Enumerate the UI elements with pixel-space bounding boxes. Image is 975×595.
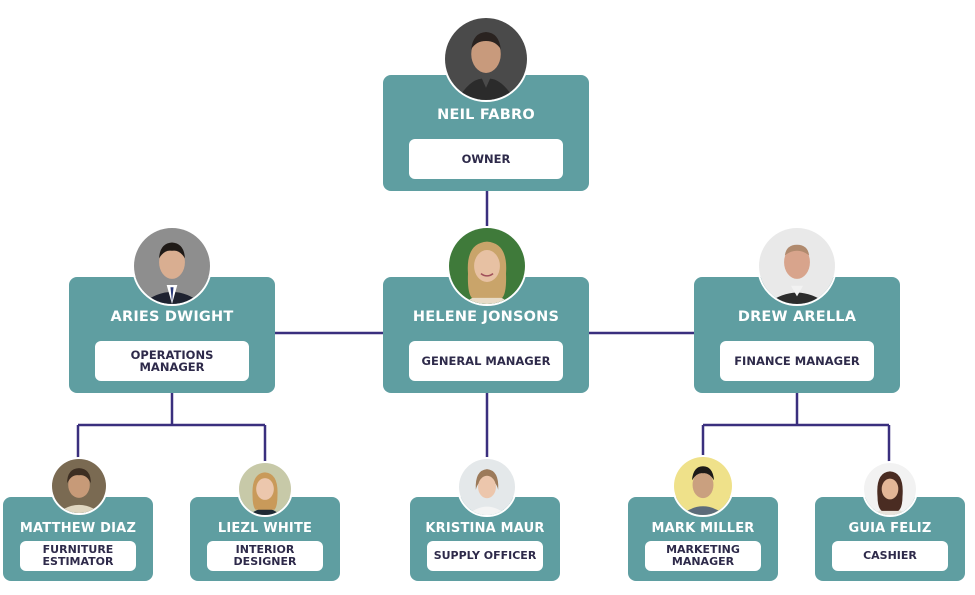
- avatar-owner: [443, 16, 529, 102]
- person-name: MATTHEW DIAZ: [19, 521, 137, 536]
- avatar-gen-manager: [447, 226, 527, 306]
- person-name: DREW ARELLA: [737, 309, 857, 325]
- person-name: KRISTINA MAUR: [425, 521, 545, 536]
- person-name: ARIES DWIGHT: [110, 309, 234, 325]
- person-name: LIEZL WHITE: [217, 521, 313, 536]
- avatar-matthew: [50, 457, 108, 515]
- avatar-kristina: [457, 457, 517, 517]
- card-liezl: LIEZL WHITE INTERIOR DESIGNER: [190, 497, 340, 581]
- person-role: OPERATIONS MANAGER: [95, 341, 249, 381]
- person-role: FINANCE MANAGER: [720, 341, 874, 381]
- person-role: SUPPLY OFFICER: [427, 541, 543, 571]
- avatar-ops-manager: [132, 226, 212, 306]
- avatar-fin-manager: [757, 226, 837, 306]
- person-role: CASHIER: [832, 541, 948, 571]
- avatar-mark: [672, 455, 734, 517]
- person-name: GUIA FELIZ: [848, 521, 932, 536]
- person-name: HELENE JONSONS: [412, 309, 560, 325]
- avatar-liezl: [237, 461, 293, 517]
- person-name: MARK MILLER: [651, 521, 755, 536]
- person-role: FURNITURE ESTIMATOR: [20, 541, 136, 571]
- person-role: GENERAL MANAGER: [409, 341, 563, 381]
- person-role: INTERIOR DESIGNER: [207, 541, 323, 571]
- person-role: OWNER: [409, 139, 563, 179]
- avatar-guia: [862, 461, 918, 517]
- person-role: MARKETING MANAGER: [645, 541, 761, 571]
- person-name: NEIL FABRO: [437, 107, 535, 123]
